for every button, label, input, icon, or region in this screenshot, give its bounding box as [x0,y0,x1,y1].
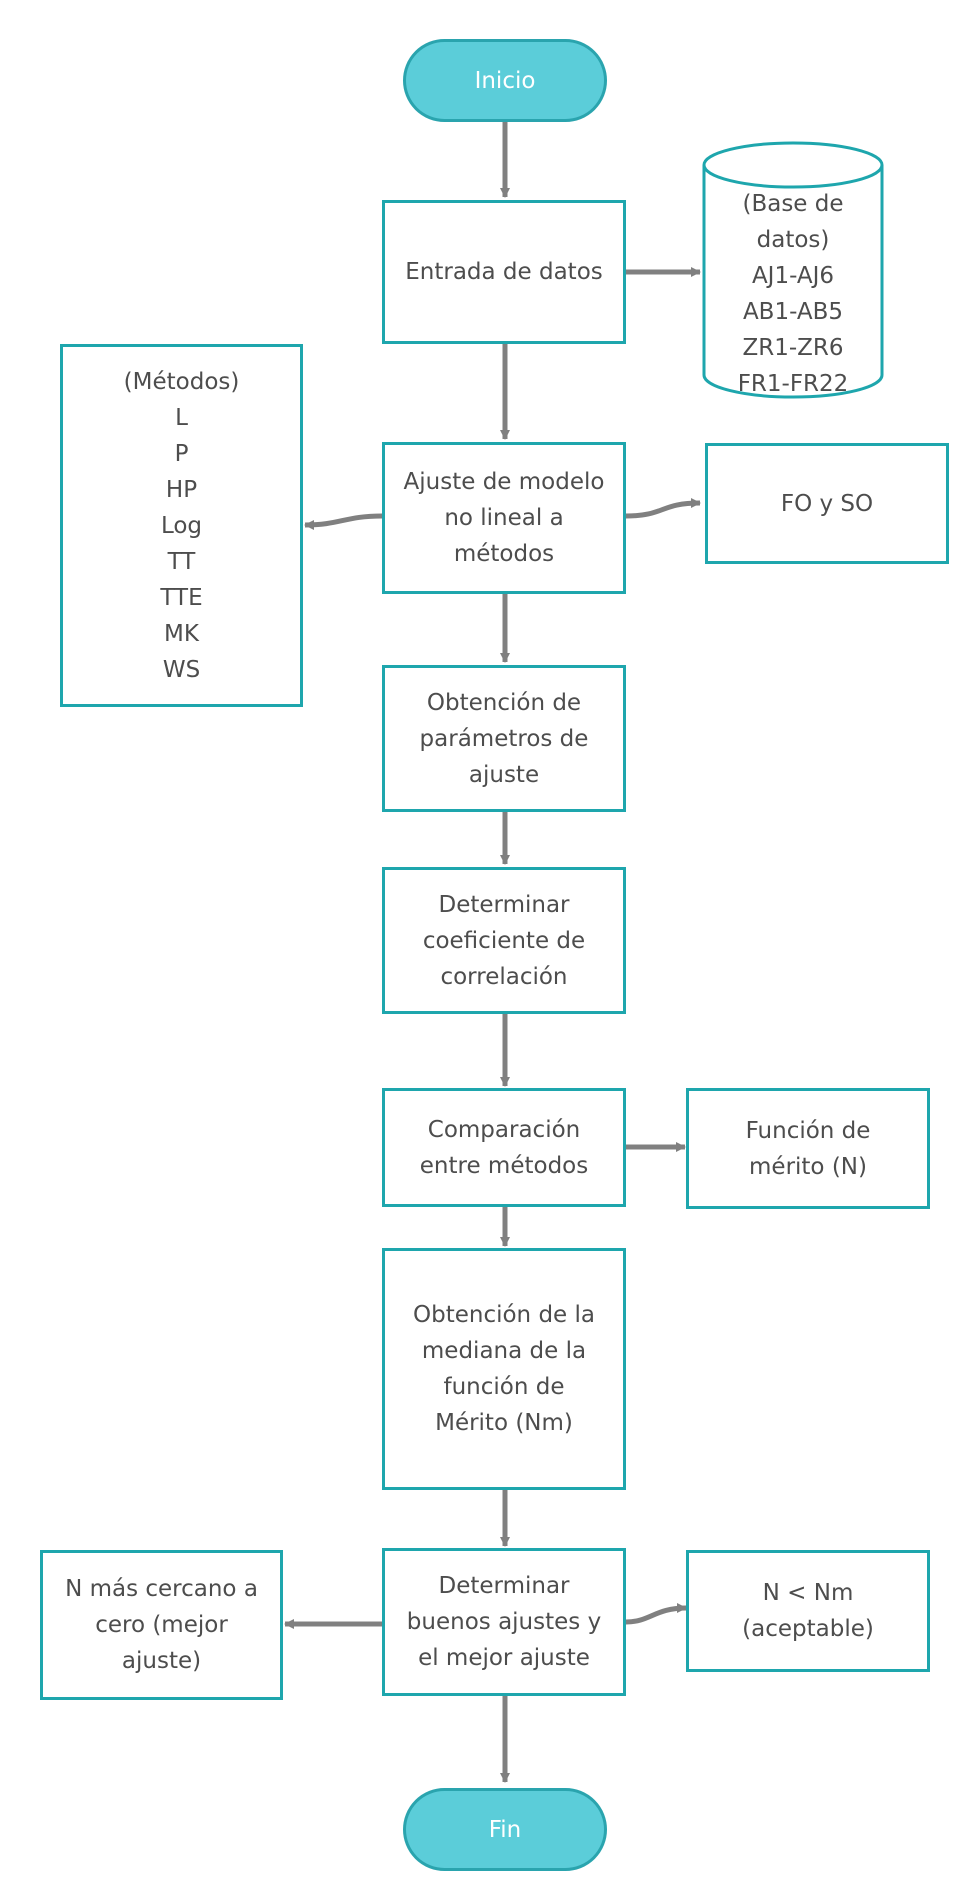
step-model-fit: Ajuste de modelo no lineal a métodos [382,442,626,594]
side-methods: (Métodos) L P HP Log TT TTE MK WS [60,344,303,707]
database-text: (Base de datos) AJ1-AJ6 AB1-AB5 ZR1-ZR6 … [704,186,882,402]
step-correlation: Determinar coeficiente de correlación [382,867,626,1014]
methods-line-3: P [174,440,189,467]
side-fo-so: FO y SO [705,443,949,564]
step-data-input-text: Entrada de datos [405,259,603,285]
closest-zero-line-1: N más cercano a [65,1576,258,1602]
database-line-2: datos) [756,227,830,253]
step-median: Obtención de la mediana de la función de… [382,1248,626,1490]
merit-function-line-1: Función de [745,1117,871,1144]
step-params-line-3: ajuste [468,761,540,788]
step-data-input: Entrada de datos [382,200,626,344]
end-terminal: Fin [403,1788,607,1871]
side-acceptable: N < Nm (aceptable) [686,1550,930,1672]
end-label: Fin [488,1816,522,1843]
methods-line-1: (Métodos) [123,368,240,395]
methods-line-6: TT [167,548,196,575]
database-line-1: (Base de [742,191,844,217]
start-terminal: Inicio [403,39,607,122]
step-correlation-line-2: coeficiente de [422,927,586,954]
closest-zero-line-2: cero (mejor [95,1612,228,1638]
closest-zero-line-3: ajuste) [121,1648,202,1674]
methods-line-5: Log [160,512,203,539]
step-best-fit-line-2: buenos ajustes y [406,1609,602,1635]
step-compare: Comparación entre métodos [382,1088,626,1207]
step-correlation-line-3: correlación [440,963,568,990]
step-best-fit-line-1: Determinar [438,1573,570,1599]
side-closest-zero: N más cercano a cero (mejor ajuste) [40,1550,283,1700]
fo-so-text: FO y SO [780,490,874,517]
acceptable-line-1: N < Nm [762,1580,854,1606]
side-merit-function: Función de mérito (N) [686,1088,930,1209]
step-median-line-3: función de [443,1374,565,1400]
step-median-line-1: Obtención de la [413,1302,595,1328]
arrow-model-fit-to-methods [304,513,383,530]
arrow-model-fit-to-foso [625,498,701,519]
acceptable-line-2: (aceptable) [742,1616,874,1642]
methods-line-7: TTE [160,584,203,611]
database-line-5: ZR1-ZR6 [742,335,844,361]
step-median-line-4: Mérito (Nm) [435,1410,573,1436]
methods-line-9: WS [162,656,201,683]
step-params: Obtención de parámetros de ajuste [382,665,626,812]
database-line-6: FR1-FR22 [737,371,849,397]
arrow-bestfit-to-acceptable [625,1603,687,1625]
step-correlation-line-1: Determinar [438,891,570,918]
step-compare-line-2: entre métodos [419,1152,589,1179]
step-compare-line-1: Comparación [427,1116,581,1143]
start-label: Inicio [474,67,536,94]
database-line-3: AJ1-AJ6 [751,263,835,289]
methods-line-2: L [175,404,188,431]
step-params-line-1: Obtención de [426,689,582,716]
step-params-line-2: parámetros de [419,725,589,752]
step-model-fit-line-1: Ajuste de modelo [403,469,605,495]
step-best-fit: Determinar buenos ajustes y el mejor aju… [382,1548,626,1696]
methods-line-4: HP [165,476,198,503]
database-cylinder [702,141,884,399]
merit-function-line-2: mérito (N) [749,1153,867,1180]
database-line-4: AB1-AB5 [742,299,844,325]
step-best-fit-line-3: el mejor ajuste [418,1645,590,1671]
step-median-line-2: mediana de la [421,1338,587,1364]
methods-line-8: MK [164,620,199,647]
step-model-fit-line-2: no lineal a [444,505,564,531]
step-model-fit-line-3: métodos [453,541,555,567]
